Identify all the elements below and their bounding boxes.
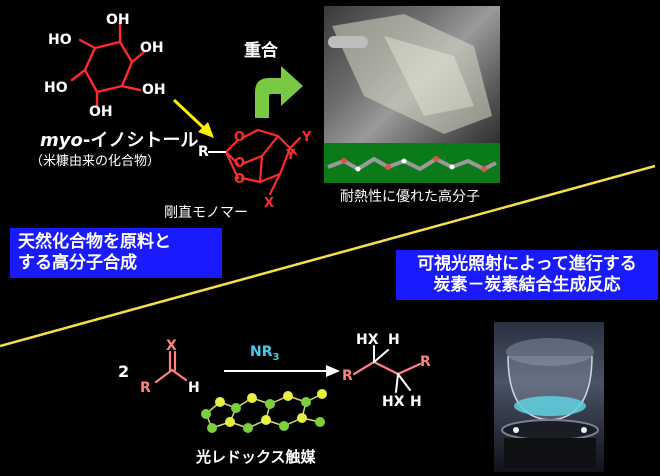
polymerization-label: 重合 (244, 41, 278, 61)
polymer-chain-model (327, 156, 497, 172)
inositol-name-rest: -イノシトール (82, 130, 199, 151)
inositol-ho-lower-left: HO (44, 80, 68, 96)
inositol-name: myo-イノシトール (40, 126, 198, 152)
catalyst-label: 光レドックス触媒 (196, 448, 316, 466)
polymer-chain-strip (324, 143, 500, 183)
coefficient: 2 (118, 362, 130, 381)
monomer-o-2: O (234, 156, 246, 171)
inositol-ho-upper-left: HO (48, 32, 72, 48)
monomer-x: X (264, 196, 275, 211)
inositol-oh-bottom: OH (89, 104, 113, 120)
inositol-oh-upper-right: OH (140, 40, 164, 56)
polymer-label: 耐熱性に優れた高分子 (340, 189, 480, 205)
inositol-oh-top: OH (106, 12, 130, 28)
product-hx-top: HX (356, 332, 379, 348)
product-h-bottom: H (410, 394, 422, 410)
monomer-o-3: O (234, 172, 246, 187)
reagent-sub: 3 (272, 351, 280, 363)
reagent-label: NR3 (250, 344, 279, 363)
polymer-film-photo (324, 6, 500, 143)
monomer-o-1: O (234, 130, 246, 145)
product-structure (352, 345, 422, 393)
inositol-source: （米糠由来の化合物） (30, 154, 161, 169)
monomer-label: 剛直モノマー (164, 205, 248, 221)
photoredox-catalyst-model (201, 389, 327, 433)
monomer-y-2: Y (286, 148, 296, 163)
monomer-r: R (198, 144, 209, 160)
polymerization-arrow-icon (255, 66, 303, 118)
vial-shape (501, 338, 599, 468)
reagent-main: NR (250, 344, 273, 360)
inositol-structure (70, 22, 146, 108)
carbonyl-h: H (188, 380, 200, 396)
product-r-left: R (342, 368, 353, 384)
reaction-vial-photo (494, 322, 604, 472)
photoreaction-box: 可視光照射によって進行する 炭素－炭素結合生成反応 (396, 250, 658, 300)
carbonyl-x: X (166, 338, 177, 354)
product-h-top: H (388, 332, 400, 348)
product-r-right: R (420, 354, 431, 370)
inositol-name-italic: myo (40, 130, 83, 151)
monomer-structure (208, 128, 302, 196)
product-hx-bottom: HX (382, 394, 405, 410)
inositol-oh-lower-right: OH (142, 82, 166, 98)
yellow-arrow-icon (172, 98, 214, 138)
natural-polymer-box-line-1: 天然化合物を原料と (18, 232, 171, 252)
photoreaction-box-line-2: 炭素－炭素結合生成反応 (433, 275, 621, 295)
photoreaction-box-line-1: 可視光照射によって進行する (417, 254, 637, 274)
natural-polymer-box-line-2: する高分子合成 (18, 253, 137, 273)
natural-polymer-box: 天然化合物を原料と する高分子合成 (10, 228, 222, 278)
film-shape (328, 14, 492, 134)
carbonyl-r: R (140, 380, 151, 396)
monomer-y-1: Y (302, 130, 312, 145)
carbonyl-structure (154, 350, 188, 384)
reaction-arrow-icon (224, 365, 340, 377)
